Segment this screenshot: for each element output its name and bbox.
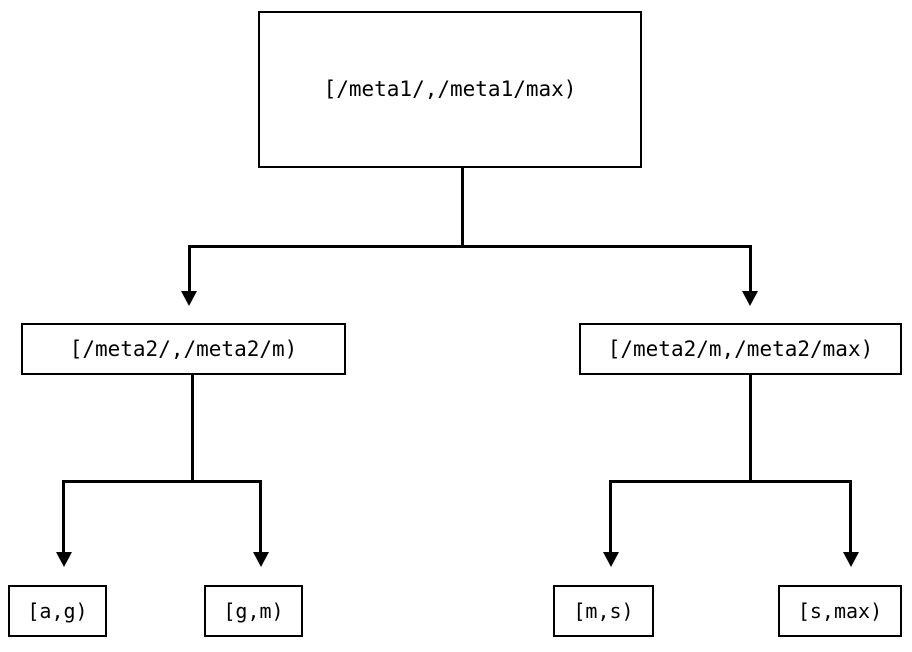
edge-mid-right-to-leaf3-drop [609, 480, 612, 552]
node-root[interactable]: [/meta1/,/meta1/max) [258, 11, 642, 168]
arrowhead-mid-left-to-leaf1 [56, 552, 72, 567]
node-mid-right[interactable]: [/meta2/m,/meta2/max) [579, 323, 902, 375]
node-leaf-2-label: [g,m) [223, 599, 284, 623]
edge-root-to-mid-left-drop [188, 245, 191, 291]
edge-mid-right-stem [749, 375, 752, 483]
node-root-label: [/meta1/,/meta1/max) [323, 77, 577, 101]
edge-mid-left-to-leaf2-drop [259, 480, 262, 552]
edge-root-to-mid-right-drop [749, 245, 752, 291]
edge-mid-left-stem [191, 375, 194, 483]
node-leaf-3[interactable]: [m,s) [553, 585, 654, 637]
node-leaf-2[interactable]: [g,m) [204, 585, 303, 637]
arrowhead-mid-right-to-leaf4 [843, 552, 859, 567]
edge-mid-right-to-leaf4-drop [849, 480, 852, 552]
node-mid-left-label: [/meta2/,/meta2/m) [69, 336, 298, 361]
node-leaf-1-label: [a,g) [27, 599, 88, 623]
arrowhead-mid-right-to-leaf3 [603, 552, 619, 567]
edge-mid-right-crossbar [609, 480, 852, 483]
arrowhead-root-to-mid-right [742, 291, 758, 306]
node-leaf-3-label: [m,s) [573, 599, 634, 623]
node-leaf-4-label: [s,max) [797, 599, 883, 623]
node-mid-right-label: [/meta2/m,/meta2/max) [607, 336, 874, 361]
edge-mid-left-crossbar [62, 480, 262, 483]
arrowhead-root-to-mid-left [181, 291, 197, 306]
edge-mid-left-to-leaf1-drop [62, 480, 65, 552]
node-leaf-1[interactable]: [a,g) [8, 585, 107, 637]
node-leaf-4[interactable]: [s,max) [778, 585, 902, 637]
arrowhead-mid-left-to-leaf2 [253, 552, 269, 567]
node-mid-left[interactable]: [/meta2/,/meta2/m) [21, 323, 346, 375]
edge-root-stem [461, 167, 464, 248]
edge-root-crossbar [188, 245, 752, 248]
